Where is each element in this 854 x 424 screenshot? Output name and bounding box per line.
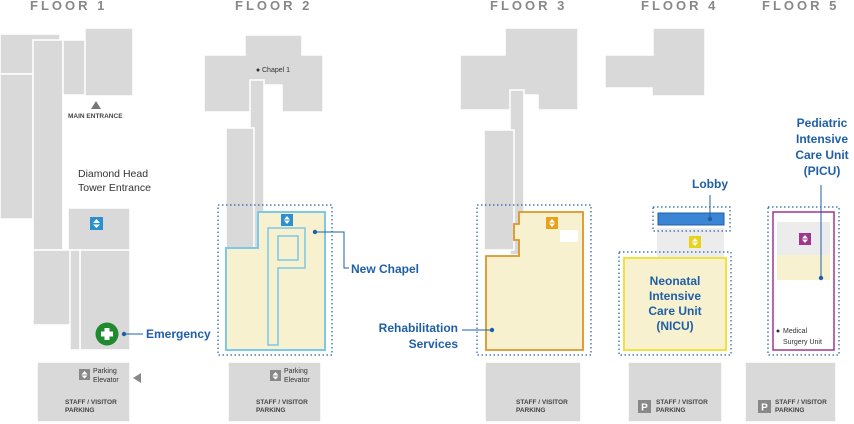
building-block: [32, 249, 74, 326]
floor-4-title: FLOOR 4: [641, 0, 718, 13]
tower-entrance-label-1: Diamond Head: [78, 168, 148, 180]
callout-line: [315, 231, 349, 269]
parking-label-1: STAFF / VISITOR: [656, 399, 708, 406]
elevator-icon: [270, 370, 281, 381]
parking-elevator-label-2: Elevator: [93, 377, 119, 384]
elevator-icon: [90, 217, 103, 230]
picu-label-4: (PICU): [804, 164, 841, 178]
elevator-icon: [281, 214, 293, 226]
building-block: [32, 39, 64, 251]
chapel-corridor: [267, 227, 306, 346]
chapel-1-marker: [256, 68, 260, 72]
building-block: [225, 127, 255, 249]
parking-label-2: PARKING: [775, 407, 805, 414]
floor-1-plan: MAIN ENTRANCE Diamond Head Tower Entranc…: [0, 27, 211, 423]
rehabilitation-label-2: Services: [409, 337, 459, 351]
picu-label-2: Intensive: [796, 132, 848, 146]
nicu-label-4: (NICU): [656, 319, 693, 333]
building-block: [84, 27, 134, 97]
parking-icon: [758, 400, 771, 413]
parking-label-2: PARKING: [656, 407, 686, 414]
picu-outline: [767, 206, 840, 356]
corridor: [69, 249, 81, 351]
emergency-label: Emergency: [146, 327, 211, 341]
parking-elevator-label-1: Parking: [284, 368, 308, 375]
lobby-outline: [652, 206, 731, 232]
parking-elevator-label-2: Elevator: [284, 377, 310, 384]
medical-surgery-marker: [776, 329, 780, 333]
elevator-icon: [799, 233, 811, 245]
elevator-icon: [546, 217, 558, 229]
highlight-area-outline: [476, 204, 592, 356]
lobby-label: Lobby: [692, 177, 728, 191]
parking-icon-letter: P: [641, 403, 648, 414]
building-block: [0, 73, 34, 220]
nicu-label-1: Neonatal: [650, 274, 701, 288]
medical-surgery-label-1: Medical: [783, 328, 808, 335]
parking-icon-letter: P: [761, 403, 768, 414]
floor-2-title: FLOOR 2: [235, 0, 312, 13]
chapel-1-label: Chapel 1: [262, 67, 290, 74]
emergency-cross-icon: [95, 322, 119, 346]
picu-label-1: Pediatric: [797, 116, 848, 130]
parking-icon: [638, 400, 651, 413]
rehabilitation-area: [485, 211, 584, 351]
floor-5-plan: Pediatric Intensive Care Unit (PICU) Med…: [744, 116, 849, 423]
parking-label-1: STAFF / VISITOR: [775, 399, 827, 406]
nicu-label-2: Intensive: [649, 289, 701, 303]
rehabilitation-label-1: Rehabilitation: [379, 321, 458, 335]
lobby-area: [657, 212, 725, 226]
nicu-area: [623, 257, 727, 351]
floor-4-plan: Lobby Neonatal Intensive Care Unit (NICU…: [604, 27, 732, 423]
new-chapel-label: New Chapel: [351, 262, 419, 276]
floor-3-plan: Rehabilitation Services STAFF / VISITOR …: [379, 27, 592, 423]
parking-label-2: PARKING: [516, 407, 546, 414]
picu-label-3: Care Unit: [795, 148, 848, 162]
tower-entrance-label-2: Tower Entrance: [78, 182, 151, 194]
medical-surgery-label-2: Surgery Unit: [783, 339, 822, 346]
new-chapel-area: [225, 211, 326, 351]
parking-label-1: STAFF / VISITOR: [65, 399, 117, 406]
nicu-outline: [618, 251, 732, 356]
parking-label-2: PARKING: [65, 407, 95, 414]
parking-elevator-label-1: Parking: [93, 368, 117, 375]
main-entrance-label: MAIN ENTRANCE: [68, 113, 123, 120]
building-block: [67, 207, 131, 254]
floor-5-title: FLOOR 5: [762, 0, 839, 13]
highlight-area-outline: [217, 204, 333, 356]
building-block: [483, 129, 515, 251]
elevator-icon: [689, 236, 701, 248]
floor-1-title: FLOOR 1: [30, 0, 107, 13]
nicu-label-3: Care Unit: [648, 304, 701, 318]
parking-label-2: PARKING: [256, 407, 286, 414]
floor-2-plan: Chapel 1 New Chapel Parking Elevator STA…: [203, 34, 419, 423]
parking-label-1: STAFF / VISITOR: [516, 399, 568, 406]
elevator-icon: [79, 369, 90, 380]
floor-3-title: FLOOR 3: [490, 0, 567, 13]
triangle-arrow-icon: [91, 101, 101, 109]
building-block: [459, 27, 579, 111]
parking-label-1: STAFF / VISITOR: [256, 399, 308, 406]
room-void: [560, 230, 578, 242]
parking-structure: [484, 361, 582, 423]
triangle-arrow-icon: [133, 373, 141, 383]
building-block: [604, 27, 706, 97]
